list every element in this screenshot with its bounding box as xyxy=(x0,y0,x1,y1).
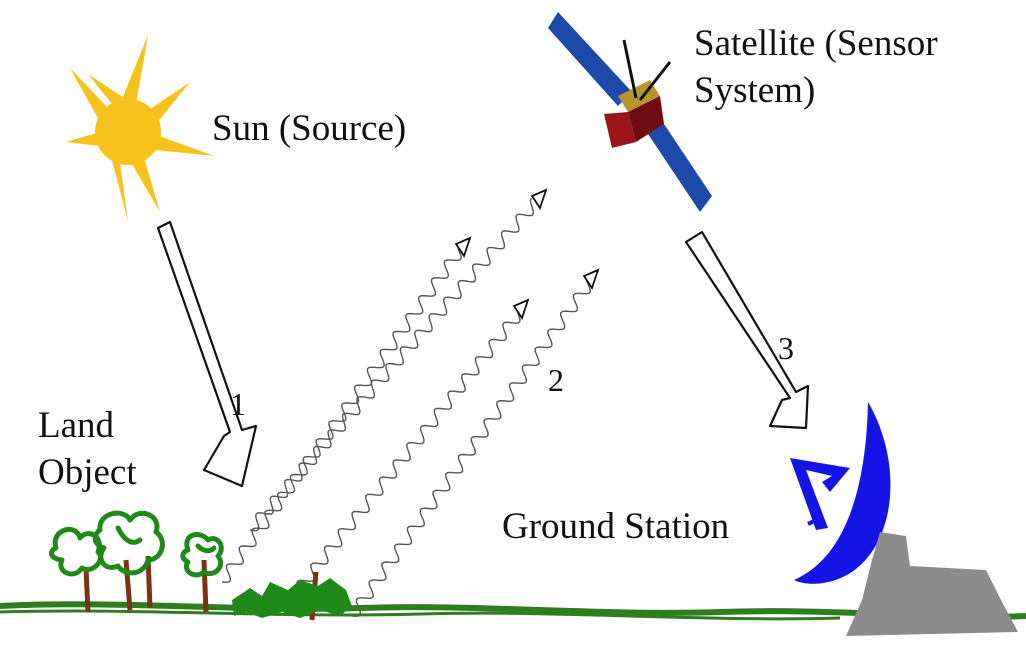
arrow-3-icon xyxy=(684,230,810,430)
land-object-label: Land Object xyxy=(38,402,137,496)
wave-line xyxy=(221,248,462,584)
step-3-label: 3 xyxy=(778,330,794,366)
reflected-radiation-waves xyxy=(221,197,591,618)
arrow-1-icon xyxy=(156,220,258,488)
satellite-label: Satellite (Sensor System) xyxy=(694,20,938,114)
wave-arrowhead-icon xyxy=(582,268,600,291)
satellite-label-line2: System) xyxy=(694,70,816,111)
step-2-label: 2 xyxy=(548,362,564,398)
satellite-label-line1: Satellite (Sensor xyxy=(694,23,938,64)
wave-arrowhead-icon xyxy=(512,298,530,321)
satellite-dish-icon xyxy=(790,402,891,584)
satellite-icon xyxy=(548,12,712,212)
wave-line xyxy=(351,279,591,618)
step-1-label: 1 xyxy=(230,386,246,422)
wave-line xyxy=(291,309,521,600)
land-object-label-line2: Object xyxy=(38,452,137,493)
sun-icon xyxy=(66,35,214,222)
land-object-trees xyxy=(49,510,352,621)
station-building xyxy=(846,532,1018,636)
wave-arrowheads xyxy=(454,188,600,321)
wave-arrowhead-icon xyxy=(454,236,472,259)
land-object-label-line1: Land xyxy=(38,405,115,446)
sun-label: Sun (Source) xyxy=(212,108,407,149)
ground-station-label: Ground Station xyxy=(502,506,730,547)
wave-arrowhead-icon xyxy=(530,188,548,211)
shrub-patch xyxy=(232,578,352,618)
wave-line xyxy=(249,197,535,532)
